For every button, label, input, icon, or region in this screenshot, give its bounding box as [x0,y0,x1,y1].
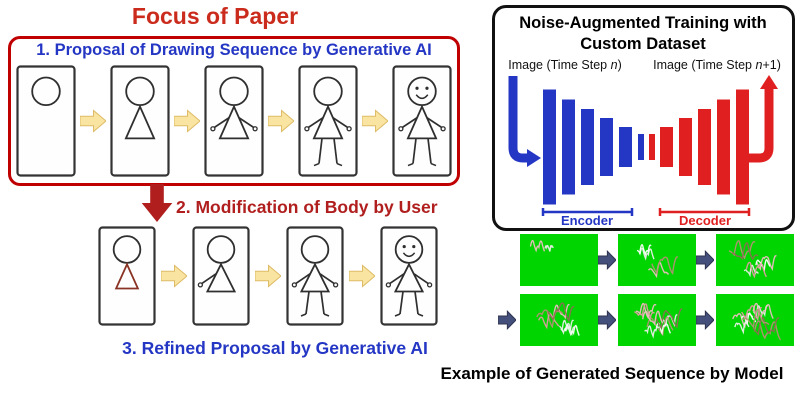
down-arrow-icon [140,184,174,222]
generated-frame-5 [618,294,696,346]
right-arrow-icon [361,109,389,133]
step2-label: 2. Modification of Body by User [176,197,438,217]
example-caption: Example of Generated Sequence by Model [440,364,784,383]
step3-label: 3. Refined Proposal by Generative AI [122,338,428,358]
proposal-box: 1. Proposal of Drawing Sequence by Gener… [8,36,460,186]
sketch-row-1 [11,65,457,177]
input-image-label: Image (Time Step n) [508,58,622,72]
right-arrow-icon [695,249,715,271]
right-arrow-icon [348,264,376,288]
timestep-variable: n [755,58,763,72]
generated-frame-1 [520,234,598,286]
generated-sequence [496,234,796,348]
sketch-card-arms-legs [286,226,344,326]
generated-frame-6 [716,294,794,346]
output-image-label: Image (Time Step n+1) [653,58,781,72]
step1-label: 1. Proposal of Drawing Sequence by Gener… [36,41,432,59]
focus-title: Focus of Paper [131,3,299,29]
sketch-card-legs [298,65,358,177]
generated-frame-3 [716,234,794,286]
right-arrow-icon [173,109,201,133]
sketch-card-body [110,65,170,177]
autoencoder-diagram [497,72,793,222]
training-box: Noise-Augmented Training with Custom Dat… [492,5,795,231]
right-arrow-icon [79,109,107,133]
right-arrow-icon [267,109,295,133]
right-arrow-icon [597,249,617,271]
right-arrow-icon [597,309,617,331]
right-arrow-icon [695,309,715,331]
sketch-card-arm [192,226,250,326]
right-arrow-icon [254,264,282,288]
timestep-variable: n [610,58,618,72]
sequence-wrap-arrow-icon [497,309,517,331]
decoder-label: Decoder [678,213,732,228]
sketch-card-arms [204,65,264,177]
sketch-card-complete [392,65,452,177]
generated-frame-4 [520,294,598,346]
sketch-card-modified-body [98,226,156,326]
right-arrow-icon [160,264,188,288]
sketch-row-2 [98,226,438,326]
sketch-card-head [16,65,76,177]
training-title: Noise-Augmented Training with Custom Dat… [519,14,767,53]
generated-frame-2 [618,234,696,286]
sketch-card-complete [380,226,438,326]
encoder-label: Encoder [560,213,613,228]
